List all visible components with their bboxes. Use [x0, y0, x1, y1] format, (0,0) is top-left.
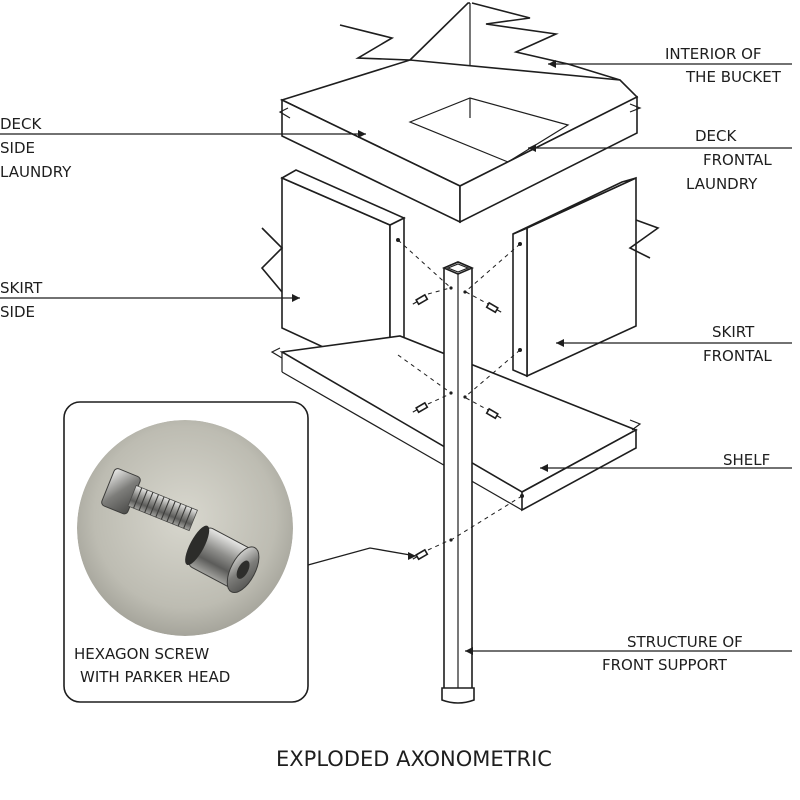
- label-front-support-line-2: FRONT SUPPORT: [602, 656, 728, 674]
- label-deck-frontal-line-1: DECK: [695, 127, 738, 145]
- assembly-lines: [397, 239, 523, 551]
- deck: [278, 2, 642, 224]
- label-skirt-side-line-1: SKIRT: [0, 279, 43, 297]
- inset-pointer: [307, 547, 417, 566]
- label-front-support-line-1: STRUCTURE OF: [627, 633, 743, 651]
- label-shelf-text: SHELF: [723, 451, 770, 469]
- label-interior-bucket: INTERIOR OF THE BUCKET: [548, 45, 792, 86]
- skirt-frontal: [512, 176, 660, 378]
- label-deck-frontal: DECK FRONTAL LAUNDRY: [528, 127, 792, 193]
- front-support-post: [441, 261, 475, 704]
- label-deck-side: DECK SIDE LAUNDRY: [0, 115, 366, 181]
- label-skirt-frontal-line-2: FRONTAL: [703, 347, 772, 365]
- inset-caption-line-1: HEXAGON SCREW: [74, 645, 209, 663]
- label-deck-frontal-line-2: FRONTAL: [703, 151, 772, 169]
- screw-photo: [77, 420, 293, 636]
- label-skirt-frontal: SKIRT FRONTAL: [556, 323, 792, 365]
- label-interior-line-1: INTERIOR OF: [665, 45, 762, 63]
- diagram-title: EXPLODED AXONOMETRIC: [276, 747, 552, 771]
- label-deck-side-line-2: SIDE: [0, 139, 35, 157]
- label-front-support: STRUCTURE OF FRONT SUPPORT: [465, 633, 792, 674]
- inset-caption-line-2: WITH PARKER HEAD: [80, 668, 230, 686]
- label-deck-frontal-line-3: LAUNDRY: [686, 175, 758, 193]
- screw-icons: [412, 293, 502, 561]
- label-deck-side-line-3: LAUNDRY: [0, 163, 72, 181]
- label-skirt-side-line-2: SIDE: [0, 303, 35, 321]
- label-shelf: SHELF: [540, 451, 792, 472]
- label-interior-line-2: THE BUCKET: [685, 68, 782, 86]
- label-skirt-side: SKIRT SIDE: [0, 279, 300, 321]
- label-deck-side-line-1: DECK: [0, 115, 43, 133]
- hexagon-screw-inset: HEXAGON SCREW WITH PARKER HEAD: [63, 401, 309, 703]
- label-skirt-frontal-line-1: SKIRT: [712, 323, 755, 341]
